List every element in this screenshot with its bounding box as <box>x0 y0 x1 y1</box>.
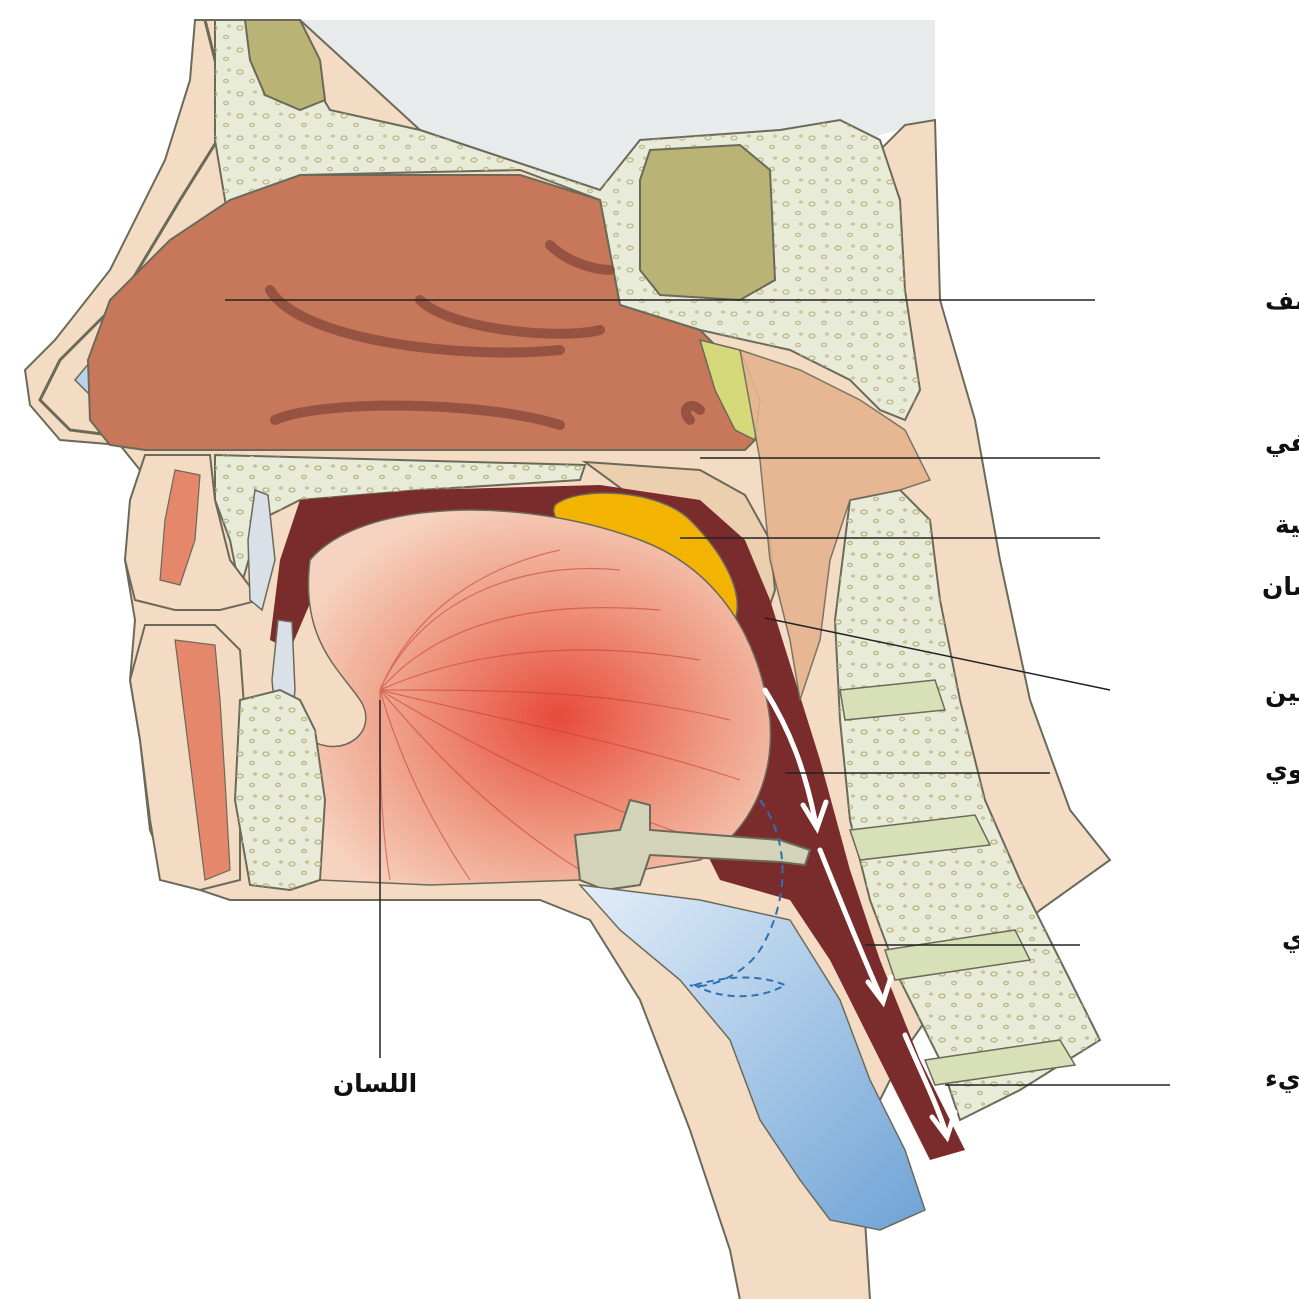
arrow-laryngopharynx-head <box>865 974 894 1008</box>
upper-incisor <box>247 488 276 612</box>
swallowing-direction-arrows <box>762 687 958 1143</box>
glottis-outline <box>692 976 788 998</box>
arrow-laryngopharynx <box>817 847 883 998</box>
label-tongue: اللسان <box>333 1069 417 1098</box>
intervertebral-discs <box>839 679 1077 1086</box>
tongue-muscle-fibers <box>379 549 741 881</box>
label-food-bolus-line2: على اللسان <box>1262 572 1299 601</box>
label-esophagus: المريء <box>1265 1064 1299 1094</box>
sphenoid-sinus <box>639 143 777 302</box>
arrow-oropharynx-head <box>800 799 829 834</box>
arrow-esophagus <box>902 1032 948 1133</box>
diagram-labels: جوف الأنف البلعوم الأنفي اللقمة الطعامية… <box>333 285 1299 1098</box>
leader-lines <box>225 299 1170 1086</box>
lower-lip-muscle <box>174 639 231 881</box>
nasal-conchae <box>265 240 705 430</box>
upper-lip-muscle <box>159 469 201 586</box>
label-laryngopharynx: البلعوم الحنجري <box>1282 924 1299 954</box>
skull-bone-texture <box>215 20 920 420</box>
nasal-cavity-region <box>86 174 757 451</box>
label-oropharynx: البلعوم الفموي <box>1265 755 1299 785</box>
label-nasopharynx: البلعوم الأنفي <box>1265 427 1299 458</box>
hard-palate-texture <box>215 455 585 590</box>
label-nasal-cavity: جوف الأنف <box>1265 285 1299 316</box>
arrow-esophagus-head <box>929 1109 958 1143</box>
label-food-bolus-line1: اللقمة الطعامية <box>1275 510 1299 539</box>
frontal-sinus <box>243 19 327 112</box>
prevertebral-muscles <box>739 348 932 701</box>
larynx-cartilage <box>578 884 926 1231</box>
label-soft-palate: الحنك اللين <box>1265 678 1299 708</box>
leader-soft-palate <box>764 617 1111 691</box>
tongue-body <box>299 509 772 886</box>
mandible-texture <box>235 690 325 890</box>
arrow-oropharynx <box>762 687 818 823</box>
